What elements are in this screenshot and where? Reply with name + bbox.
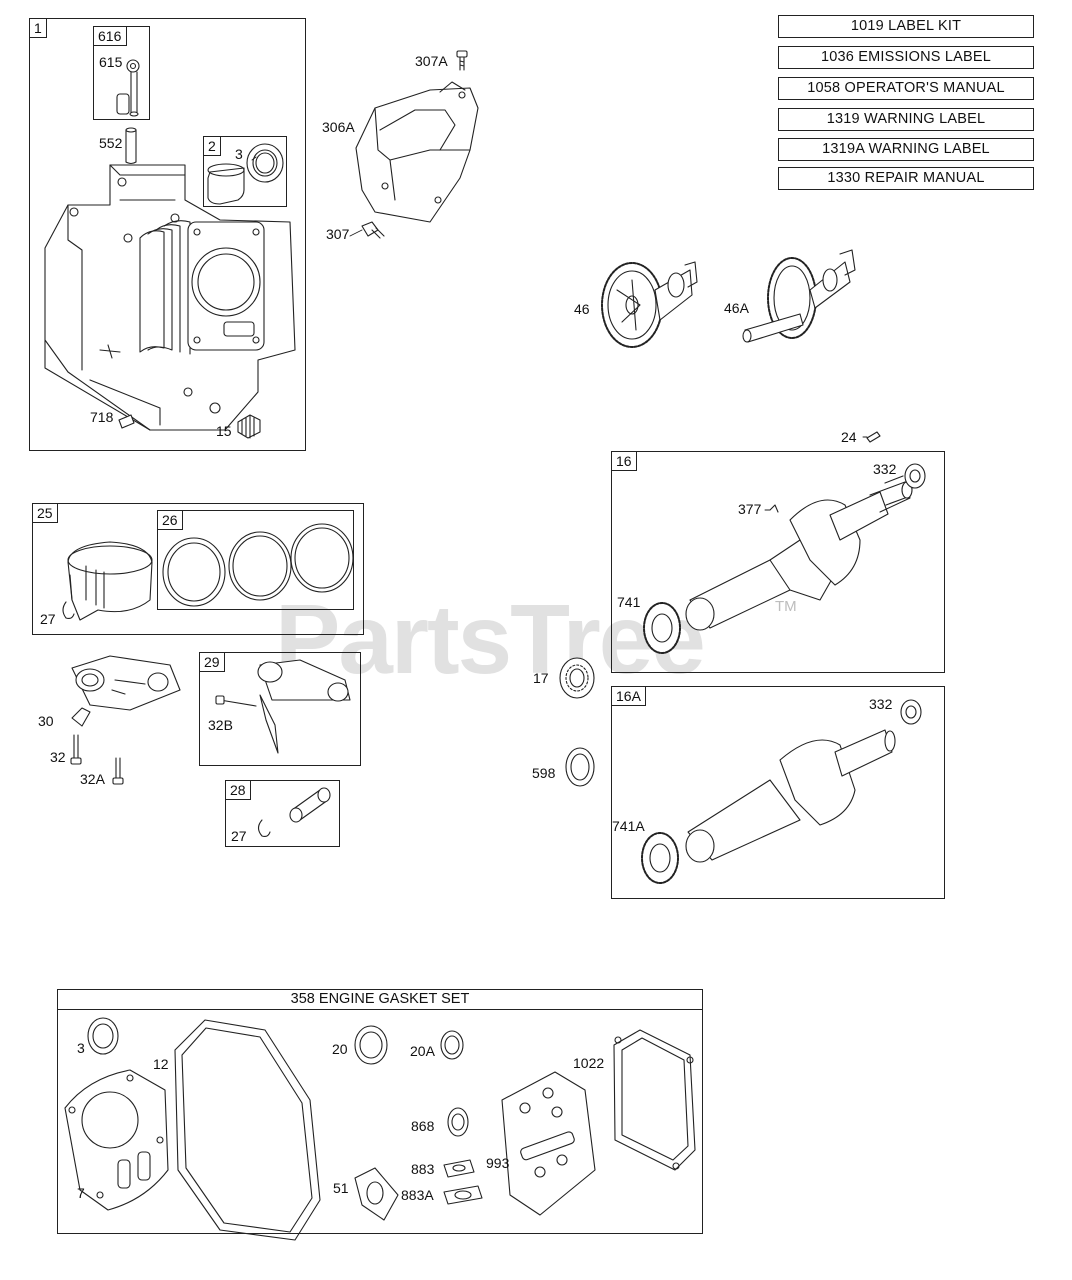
box-tag-1: 1 <box>29 18 47 38</box>
callout-46: 46 <box>574 301 590 317</box>
bearing-17-illustration <box>560 658 594 698</box>
assembly-box-25 <box>32 503 364 635</box>
callout-30: 30 <box>38 713 54 729</box>
key-24-illustration <box>867 432 880 442</box>
crankshaft-16a-illustration <box>642 700 921 883</box>
callout-32: 32 <box>50 749 66 765</box>
camshaft-46a-illustration <box>743 250 855 342</box>
box-tag-616: 616 <box>93 26 127 46</box>
callout-27-pin-clip: 27 <box>231 828 247 844</box>
callout-718: 718 <box>90 409 114 425</box>
kit-item-operators-manual: 1058 OPERATOR'S MANUAL <box>778 77 1034 100</box>
box-tag-2: 2 <box>203 136 221 156</box>
callout-3-gasket: 3 <box>77 1040 85 1056</box>
callout-24: 24 <box>841 429 857 445</box>
kit-item-label-kit: 1019 LABEL KIT <box>778 15 1034 38</box>
pin-and-plug-illustration <box>119 415 260 438</box>
callout-3-seal: 3 <box>235 146 243 162</box>
gasket-set-box <box>57 989 703 1234</box>
assembly-box-16 <box>611 451 945 673</box>
callout-741a: 741A <box>612 818 645 834</box>
leader-lines <box>252 157 867 510</box>
callout-46a: 46A <box>724 300 749 316</box>
callout-20a: 20A <box>410 1043 435 1059</box>
camshaft-46-illustration <box>602 262 697 347</box>
assembly-box-26 <box>157 510 354 610</box>
assembly-box-16a <box>611 686 945 899</box>
bolts-32-illustration <box>71 735 123 784</box>
callout-552: 552 <box>99 135 123 151</box>
box-tag-16: 16 <box>611 451 637 471</box>
gasket-set-title: 358 ENGINE GASKET SET <box>57 989 703 1010</box>
callout-993: 993 <box>486 1155 510 1171</box>
clip-27-illustration <box>63 602 74 619</box>
callout-377: 377 <box>738 501 762 517</box>
kit-item-warning-label: 1319 WARNING LABEL <box>778 108 1034 131</box>
assembly-box-29 <box>199 652 361 766</box>
callout-27-clip: 27 <box>40 611 56 627</box>
callout-17: 17 <box>533 670 549 686</box>
callout-741: 741 <box>617 594 641 610</box>
kit-item-warning-label-a: 1319A WARNING LABEL <box>778 138 1034 161</box>
screw-307a-illustration <box>457 51 467 70</box>
piston-illustration <box>68 542 152 620</box>
kit-item-emissions-label: 1036 EMISSIONS LABEL <box>778 46 1034 69</box>
callout-32a: 32A <box>80 771 105 787</box>
breather-valve-illustration <box>117 60 139 116</box>
callout-332: 332 <box>873 461 897 477</box>
bushing-and-seal-illustration <box>208 144 283 204</box>
callout-307a: 307A <box>415 53 448 69</box>
callout-1022: 1022 <box>573 1055 605 1071</box>
crankshaft-16-illustration <box>644 464 925 653</box>
callout-868: 868 <box>411 1118 435 1134</box>
rod-29-illustration <box>216 660 350 753</box>
cylinder-block-illustration <box>45 165 295 430</box>
assembly-box-28 <box>225 780 340 847</box>
watermark: PartsTree <box>275 584 706 694</box>
box-tag-26: 26 <box>157 510 183 530</box>
piston-rings-illustration <box>163 524 353 606</box>
callout-32b: 32B <box>208 717 233 733</box>
callout-883a: 883A <box>401 1187 434 1203</box>
callout-883: 883 <box>411 1161 435 1177</box>
box-tag-29: 29 <box>199 652 225 672</box>
callout-20: 20 <box>332 1041 348 1057</box>
box-tag-25: 25 <box>32 503 58 523</box>
kit-item-repair-manual: 1330 REPAIR MANUAL <box>778 167 1034 190</box>
gasket-set-illustration <box>65 1018 695 1240</box>
callout-598: 598 <box>532 765 556 781</box>
blower-housing-illustration <box>356 82 478 222</box>
piston-pin-illustration <box>259 788 331 837</box>
dowel-sleeve-illustration <box>126 128 136 164</box>
callout-7: 7 <box>77 1185 85 1201</box>
callout-51: 51 <box>333 1180 349 1196</box>
screw-307-illustration <box>362 222 384 238</box>
callout-12: 12 <box>153 1056 169 1072</box>
callout-615: 615 <box>99 54 123 70</box>
box-tag-28: 28 <box>225 780 251 800</box>
assembly-box-2 <box>203 136 287 207</box>
callout-332-16a: 332 <box>869 696 893 712</box>
watermark-tm: TM <box>775 598 797 615</box>
callout-15: 15 <box>216 423 232 439</box>
callout-306a: 306A <box>322 119 355 135</box>
box-tag-16a: 16A <box>611 686 646 706</box>
seal-598-illustration <box>566 748 594 786</box>
callout-307: 307 <box>326 226 350 242</box>
assembly-box-1 <box>29 18 306 451</box>
connecting-rod-illustration <box>72 656 180 726</box>
